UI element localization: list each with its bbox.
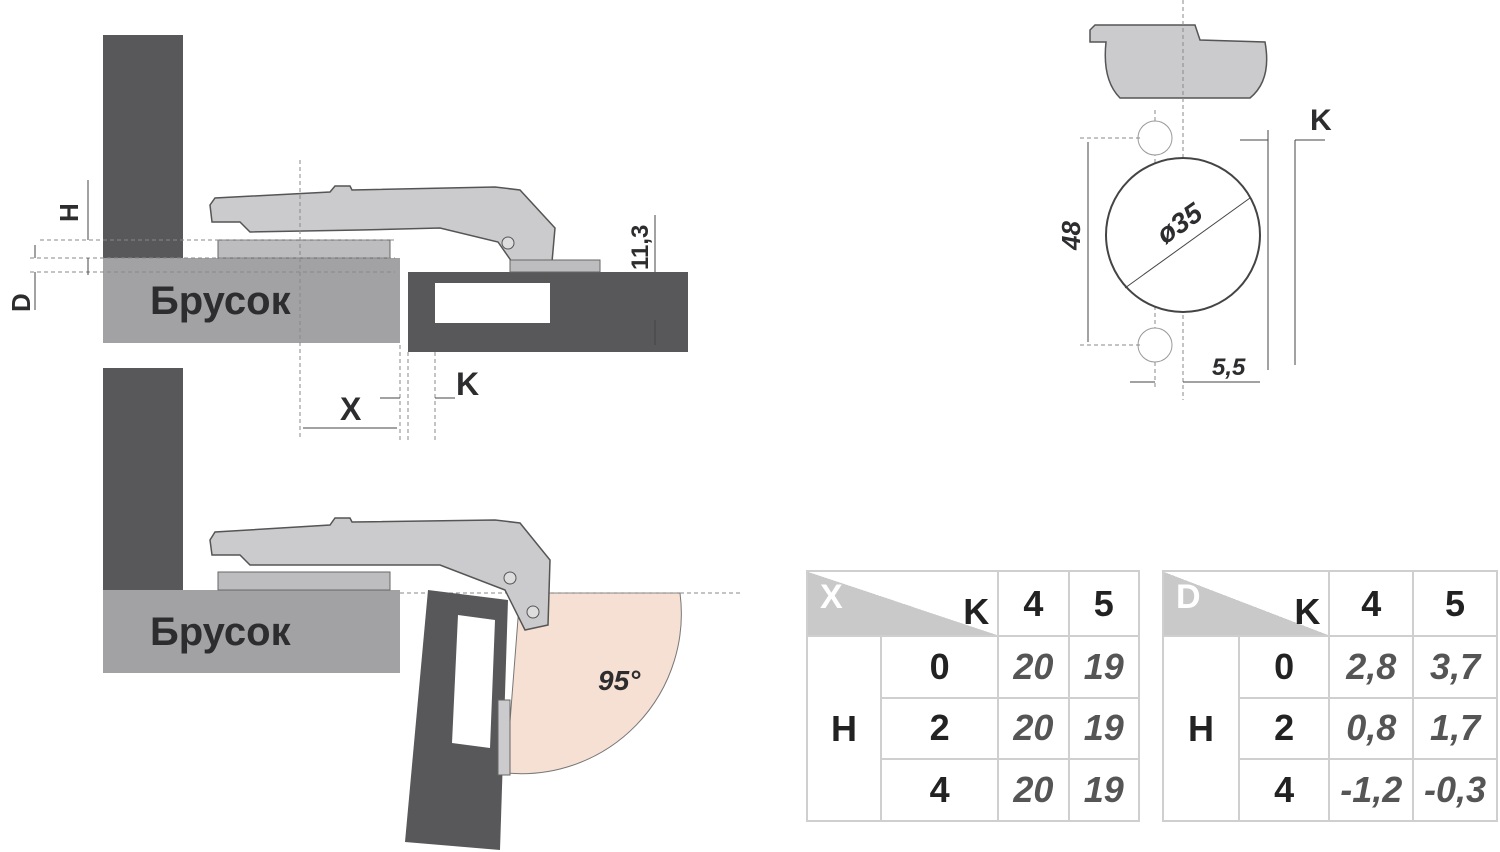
row-header: H [806,635,882,822]
cell: 3,7 [1412,635,1498,699]
hinge-cup-plate [509,259,601,273]
table-row: 4 -1,2 -0,3 [1163,758,1498,822]
h-value: 4 [879,758,1000,822]
cup-hole-open [452,615,495,748]
cell: 19 [1067,758,1141,822]
d-table: D K 4 5 H 0 2,8 3,7 2 0,8 1,7 4 -1,2 -0,… [1161,570,1498,822]
table-row: 2 20 19 [807,696,1141,761]
hinge-arm [209,185,556,263]
screw-hole-top [1137,120,1173,156]
col-header: K [963,591,990,632]
h-value: 4 [1237,758,1331,822]
angle-label: 95° [598,665,641,696]
table-row: H 0 20 19 [806,635,1141,822]
mounting-plate-open [217,571,391,591]
open-view: Брусок 95° [103,368,740,850]
table-row: 4 20 19 [807,758,1141,822]
opening-angle-arc [505,592,682,775]
cell: 2,8 [1328,635,1415,699]
row-header: H [1162,635,1240,822]
label-k: K [456,366,479,402]
cell: 0,8 [1328,696,1415,761]
label-d: D [6,293,36,312]
cabinet-side-panel-open [103,368,183,590]
screw-hole-bottom [1137,327,1173,363]
table-row: 2 0,8 1,7 [1163,696,1498,761]
cell: 1,7 [1412,696,1498,761]
cell: 19 [1067,696,1141,761]
label-k-top: K [1310,104,1332,137]
table-corner: X K [805,570,1000,637]
hinge-rivet-open-2 [526,605,540,619]
brusok-label: Брусок [150,279,292,323]
side-plate [497,699,511,776]
table-row: H 0 2,8 3,7 [1162,635,1498,822]
cabinet-side-panel [103,35,183,260]
h-value: 2 [879,696,1000,761]
corner-label: D [1176,578,1201,616]
label-x: X [340,391,362,427]
column-header: 5 [1412,570,1498,637]
cell: -1,2 [1328,758,1415,822]
cell: 20 [997,635,1070,699]
brusok-block-open [103,590,400,673]
hinge-rivet-open-1 [503,571,517,585]
dim-11-3: 11,3 [627,225,654,270]
dim-5-5: 5,5 [1212,354,1246,381]
mounting-plate [217,239,391,259]
col-header: K [1294,591,1321,632]
cell: 20 [997,696,1070,761]
corner-label: X [820,578,843,616]
cup-top-view: 48 ø35 5,5 K [1056,0,1332,400]
cell: 20 [997,758,1070,822]
label-h: H [54,203,84,222]
cell: -0,3 [1412,758,1498,822]
hinge-rivet [501,236,515,250]
h-value: 0 [879,635,1000,699]
x-table: X K 4 5 H 0 20 19 2 20 19 4 20 19 [805,570,1141,822]
table-corner: D K [1161,570,1331,637]
h-value: 0 [1237,635,1331,699]
cup-hole [435,283,550,323]
column-header: 4 [997,570,1070,637]
closed-view: Брусок H D 11,3 X K [6,35,688,440]
hinge-arm-open [209,517,551,631]
column-header: 4 [1328,570,1415,637]
cell: 19 [1067,635,1141,699]
brusok-label-open: Брусок [150,610,292,654]
h-value: 2 [1237,696,1331,761]
cup-flange [1089,24,1268,99]
dim-48: 48 [1056,221,1086,251]
column-header: 5 [1067,570,1141,637]
